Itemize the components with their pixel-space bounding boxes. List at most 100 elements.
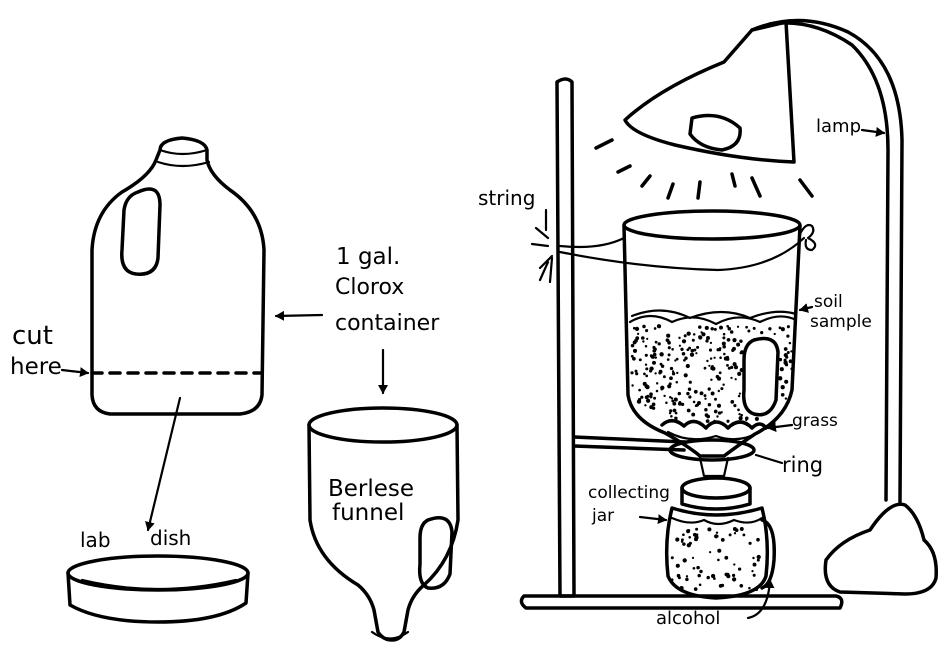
particle-dot [671, 556, 674, 559]
particle-dot [696, 404, 699, 407]
particle-dot [716, 535, 719, 538]
label-lab: lab [80, 530, 111, 550]
particle-dot [656, 382, 658, 384]
particle-dot [686, 348, 689, 351]
particle-dot [631, 384, 633, 386]
particle-dot [780, 367, 784, 371]
particle-dot [720, 411, 722, 413]
particle-dot [683, 558, 687, 562]
particle-dot [637, 333, 639, 335]
particle-dot [706, 360, 708, 362]
particle-dot [734, 532, 736, 534]
particle-dot [719, 356, 722, 359]
particle-dot [680, 586, 684, 590]
particle-dot [717, 377, 721, 381]
particle-dot [754, 587, 758, 591]
ring-arrow [756, 455, 782, 463]
particle-dot [638, 389, 641, 392]
particle-dot [698, 325, 701, 328]
particle-dot [786, 334, 789, 337]
particle-dot [669, 409, 672, 412]
particle-dot [705, 413, 709, 417]
particle-dot [768, 327, 771, 330]
particle-dot [705, 326, 709, 330]
particle-dot [713, 577, 716, 580]
particle-dot [667, 384, 671, 388]
particle-dot [654, 327, 657, 330]
particle-dot [724, 556, 728, 560]
particle-dot [688, 529, 690, 531]
particle-dot [726, 420, 729, 423]
particle-dot [694, 587, 698, 591]
bottle-to-dish-arrow [148, 398, 180, 530]
particle-dot [639, 358, 642, 361]
particle-dot [695, 535, 699, 539]
particle-dot [785, 397, 787, 399]
particle-dot [668, 346, 671, 349]
particle-dot [714, 328, 717, 331]
particle-dot [704, 398, 706, 400]
particle-dot [671, 578, 674, 581]
particle-dot [696, 566, 700, 570]
particle-dot [790, 350, 792, 352]
particle-dot [687, 409, 691, 413]
particle-dot [643, 373, 646, 376]
particle-dot [726, 364, 729, 367]
particle-dot [708, 365, 710, 367]
particle-dot [682, 352, 686, 356]
particle-dot [677, 574, 681, 578]
particle-dot [658, 342, 661, 345]
particle-dot [738, 395, 740, 397]
particle-dot [716, 531, 718, 533]
particle-dot [672, 402, 676, 406]
particle-dot [784, 353, 788, 357]
particle-dot [667, 358, 670, 361]
particle-dot [674, 398, 678, 402]
particle-dot [730, 377, 732, 379]
particle-dot [722, 336, 725, 339]
particle-dot [733, 404, 736, 407]
particle-dot [751, 570, 753, 572]
particle-dot [700, 391, 704, 395]
lamp-arm [752, 20, 902, 530]
particle-dot [642, 325, 645, 328]
particle-dot [720, 387, 723, 390]
particle-dot [688, 536, 691, 539]
particle-dot [755, 417, 759, 421]
particle-dot [713, 357, 715, 359]
particle-dot [710, 327, 713, 330]
label-clorox: Clorox [335, 277, 404, 299]
particle-dot [660, 386, 664, 390]
grass-arrow [768, 425, 792, 428]
particle-dot [717, 404, 721, 408]
particle-dot [745, 326, 748, 329]
particle-dot [707, 527, 711, 531]
particle-dot [790, 367, 793, 370]
particle-dot [739, 339, 742, 342]
particle-dot [740, 350, 744, 354]
cut-here-arrow [62, 370, 88, 373]
particle-dot [695, 528, 698, 531]
particle-dot [789, 359, 793, 363]
label-lamp: lamp [816, 118, 861, 136]
particle-dot [668, 353, 671, 356]
particle-dot [649, 395, 652, 398]
particle-dot [645, 367, 648, 370]
particle-dot [732, 574, 735, 577]
particle-dot [736, 343, 740, 347]
particle-dot [666, 334, 670, 338]
particle-dot [635, 372, 638, 375]
particle-dot [778, 376, 782, 380]
particle-dot [787, 325, 790, 328]
label-1-gal: 1 gal. [336, 246, 400, 269]
particle-dot [678, 402, 682, 406]
particle-dot [645, 354, 648, 357]
particle-dot [691, 413, 695, 417]
particle-dot [633, 340, 637, 344]
particle-dot [645, 395, 649, 399]
particle-dot [689, 381, 692, 384]
jar-arrow [640, 517, 666, 520]
particle-dot [735, 528, 739, 532]
soil-surface [630, 316, 796, 324]
